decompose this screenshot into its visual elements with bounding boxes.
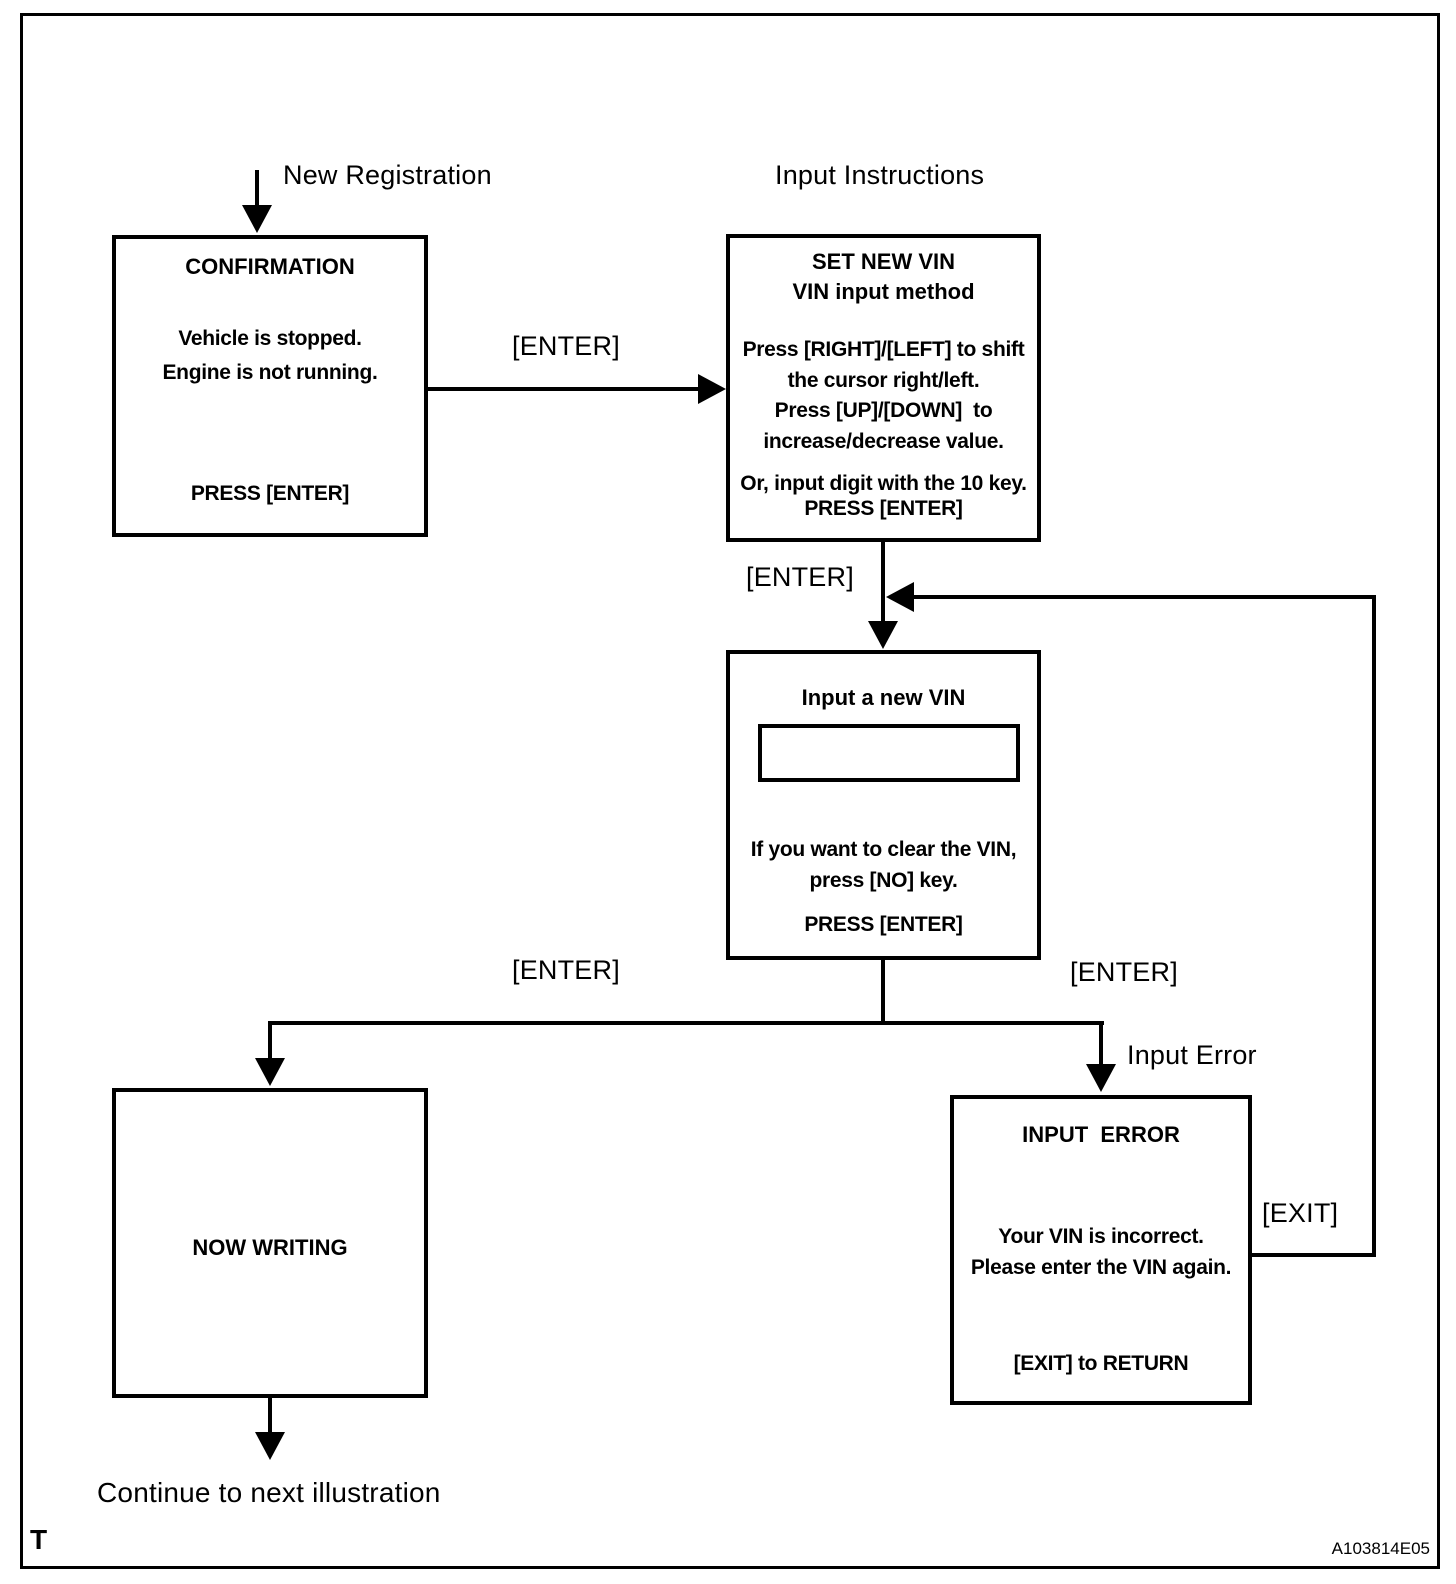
box-confirmation-title: CONFIRMATION bbox=[185, 254, 355, 279]
box-inputvin-footer: PRESS [ENTER] bbox=[804, 913, 963, 936]
box-input-error: INPUT ERROR Your VIN is incorrect. Pleas… bbox=[950, 1095, 1252, 1405]
vin-input-field bbox=[758, 724, 1020, 782]
label-input-error: Input Error bbox=[1127, 1040, 1257, 1070]
box-nowwriting-title: NOW WRITING bbox=[192, 1235, 348, 1260]
box-input-new-vin: Input a new VIN If you want to clear the… bbox=[726, 650, 1041, 960]
arrowhead-right-icon bbox=[698, 374, 726, 404]
connector-return-top bbox=[914, 595, 1376, 599]
box-confirmation-footer: PRESS [ENTER] bbox=[190, 482, 350, 505]
box-setvin-body1b: the cursor right/left. bbox=[787, 369, 980, 392]
connector-entry-line bbox=[255, 170, 259, 207]
box-setvin-subtitle: VIN input method bbox=[792, 279, 975, 304]
box-inputvin-note2: press [NO] key. bbox=[809, 869, 958, 892]
box-inputerror-title: INPUT ERROR bbox=[1022, 1122, 1180, 1147]
label-new-registration: New Registration bbox=[283, 160, 492, 190]
label-enter-top: [ENTER] bbox=[512, 331, 620, 361]
connector-branch-right bbox=[1099, 1021, 1103, 1065]
connector-exit bbox=[1252, 1253, 1376, 1257]
connector-branch-left bbox=[268, 1021, 272, 1060]
box-inputvin-title: Input a new VIN bbox=[801, 685, 966, 710]
box-setvin-body2a: Press [UP]/[DOWN] to bbox=[774, 399, 993, 422]
connector-setvin-to-inputvin bbox=[881, 542, 885, 622]
box-inputvin-note1: If you want to clear the VIN, bbox=[750, 838, 1017, 861]
connector-confirmation-to-setvin bbox=[428, 387, 698, 391]
box-set-new-vin: SET NEW VIN VIN input method Press [RIGH… bbox=[726, 234, 1041, 542]
box-inputerror-footer: [EXIT] to RETURN bbox=[1013, 1352, 1189, 1375]
connector-return-right bbox=[1372, 595, 1376, 1257]
arrowhead-down-icon bbox=[255, 1058, 285, 1086]
connector-branch-horizontal bbox=[268, 1021, 1104, 1025]
label-input-instructions: Input Instructions bbox=[775, 160, 985, 190]
box-now-writing: NOW WRITING bbox=[112, 1088, 428, 1398]
connector-branch-stub bbox=[881, 960, 885, 1025]
box-confirmation-line1: Vehicle is stopped. bbox=[178, 327, 362, 350]
box-setvin-footer: PRESS [ENTER] bbox=[804, 497, 963, 520]
box-setvin-body1a: Press [RIGHT]/[LEFT] to shift bbox=[742, 338, 1025, 361]
arrowhead-down-icon bbox=[868, 621, 898, 649]
box-confirmation: CONFIRMATION Vehicle is stopped. Engine … bbox=[112, 235, 428, 537]
label-enter-branch-right: [ENTER] bbox=[1070, 957, 1178, 987]
page-border bbox=[20, 13, 1440, 1569]
arrowhead-down-icon bbox=[255, 1432, 285, 1460]
figure-code: A103814E05 bbox=[1331, 1539, 1430, 1558]
label-exit: [EXIT] bbox=[1262, 1198, 1339, 1228]
arrowhead-left-icon bbox=[886, 582, 914, 612]
box-setvin-body2b: increase/decrease value. bbox=[763, 430, 1004, 453]
label-continue: Continue to next illustration bbox=[97, 1477, 441, 1508]
box-inputerror-line1: Your VIN is incorrect. bbox=[998, 1225, 1204, 1248]
label-enter-branch-left: [ENTER] bbox=[512, 955, 620, 985]
label-enter-mid: [ENTER] bbox=[746, 562, 854, 592]
box-setvin-body3: Or, input digit with the 10 key. bbox=[740, 472, 1027, 495]
page-marker: T bbox=[30, 1524, 48, 1555]
arrowhead-down-icon bbox=[1086, 1064, 1116, 1092]
box-inputerror-line2: Please enter the VIN again. bbox=[970, 1256, 1232, 1279]
box-confirmation-line2: Engine is not running. bbox=[162, 361, 378, 384]
arrowhead-down-icon bbox=[242, 205, 272, 233]
connector-nowwriting-out bbox=[268, 1398, 272, 1434]
box-setvin-title: SET NEW VIN bbox=[811, 249, 955, 274]
